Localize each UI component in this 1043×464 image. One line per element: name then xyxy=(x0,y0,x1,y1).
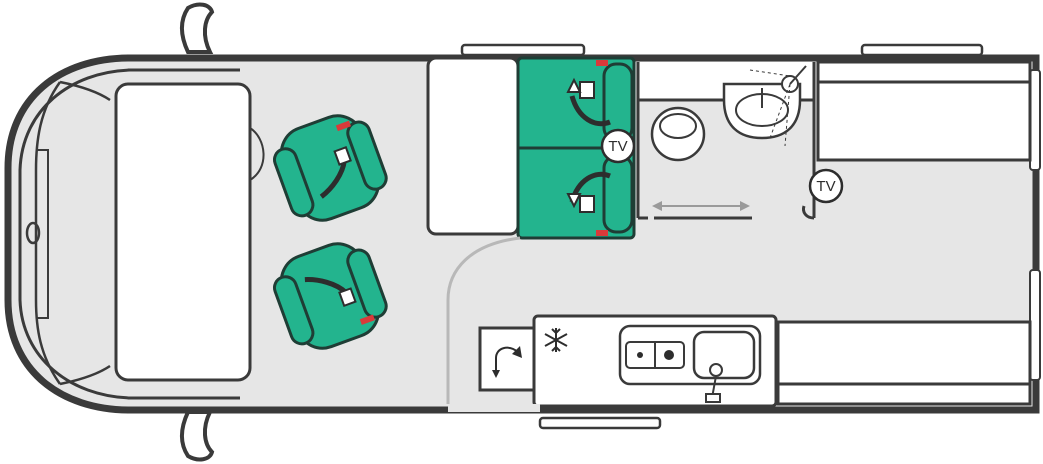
steering-wheel xyxy=(249,127,265,181)
kitchen-unit xyxy=(532,314,778,408)
wing-mirrors xyxy=(180,2,215,462)
dashboard xyxy=(114,82,252,382)
tv-marker-front: TV xyxy=(600,128,636,164)
rotate-arrow-icon xyxy=(492,346,522,378)
door-swing xyxy=(446,236,521,404)
snowflake-icon xyxy=(544,328,568,352)
rear-bed-bottom xyxy=(776,320,1032,406)
seatbelt-icon xyxy=(333,146,352,166)
sink-icon xyxy=(692,330,756,403)
tv-label-rear: TV xyxy=(816,178,835,195)
washroom xyxy=(636,62,816,220)
seatbelt-icon xyxy=(579,81,595,99)
toilet-icon xyxy=(650,106,706,162)
cab-seat-driver xyxy=(272,242,388,350)
cab-seat-passenger xyxy=(272,114,388,222)
washbasin-icon xyxy=(722,65,807,147)
tv-label-front: TV xyxy=(608,138,627,155)
windows xyxy=(460,43,1041,430)
rear-bed-top xyxy=(816,60,1032,162)
table xyxy=(426,56,520,236)
tv-marker-rear: TV xyxy=(808,168,844,204)
seatbelt-icon xyxy=(338,287,357,308)
lounge-seats xyxy=(516,56,636,240)
double-arrow-icon xyxy=(652,201,750,211)
step-box xyxy=(478,326,536,392)
seatbelt-icon xyxy=(579,195,595,213)
